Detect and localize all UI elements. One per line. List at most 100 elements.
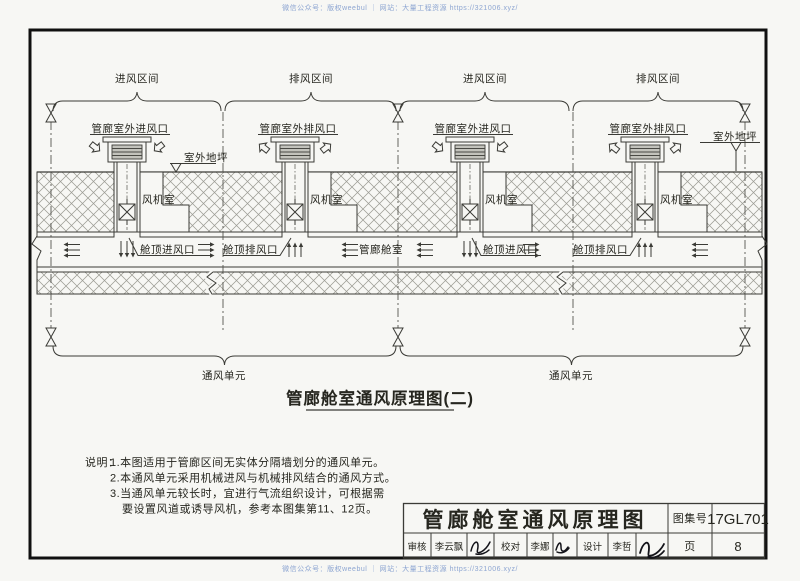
cowl-cap: [270, 136, 320, 143]
vent-label: 舱顶进风口: [483, 243, 538, 256]
role-label-reviewer: 审核: [407, 541, 427, 553]
brace: [224, 91, 397, 112]
flow-arrows-right: [523, 242, 540, 258]
unit-braces-bottom: 通风单元 通风单元: [52, 345, 744, 382]
airflow-in-icon: [150, 139, 167, 156]
cowl-cap: [445, 136, 495, 143]
flow-arrows-left: [691, 242, 708, 258]
shaft-group-exhaust-1: 管廊室外排风口 风机室 舱顶排风口: [223, 122, 358, 257]
figure-caption: 管廊舱室通风原理图(二): [286, 388, 474, 411]
ground-level-label: 室外地坪: [184, 151, 228, 164]
role-name-designer: 李哲: [612, 541, 631, 553]
airflow-in-icon: [430, 139, 447, 156]
signature-designer: [639, 541, 665, 559]
section-label-exhaust: 排风区间: [636, 72, 680, 85]
unit-label: 通风单元: [549, 370, 593, 382]
title-block-frame: [402, 502, 766, 559]
section-label-intake: 进风区间: [115, 72, 159, 85]
vent-down-arrows: [118, 241, 136, 258]
gallery-floor-slab: [36, 266, 763, 273]
leader-line: [573, 237, 642, 256]
flow-arrows-left: [63, 242, 80, 258]
flow-arrows-left: [416, 242, 433, 258]
section-braces-top: 进风区间 排风区间 进风区间 排风区间: [52, 72, 744, 112]
unit-boundary-icon: [45, 103, 57, 123]
vent-up-arrows: [286, 242, 304, 257]
unit-boundary-icon: [739, 103, 751, 123]
notes-line: 3.当通风单元较长时，宜进行气流组织设计，可根据需: [110, 486, 385, 500]
signature-reviewer: [470, 541, 491, 555]
notes-label: 说明：: [85, 455, 120, 469]
role-name-reviewer: 李云飘: [435, 541, 464, 553]
brace: [399, 345, 744, 366]
unit-boundary-icon: [45, 327, 57, 347]
svg-text:管廊舱室通风原理图(二): 管廊舱室通风原理图(二): [286, 388, 474, 408]
fan-room-label: 风机室: [485, 193, 518, 206]
brace: [52, 345, 397, 366]
section-label-exhaust: 排风区间: [289, 72, 333, 85]
watermark-top: 微信公众号：版权weebul ｜ 网站：大量工程资源 https://32100…: [282, 5, 518, 12]
cowl-cap: [620, 136, 670, 143]
notes-line: 要设置风道或诱导风机，参考本图集第11、12页。: [122, 502, 378, 516]
unit-boundary-icon: [392, 327, 404, 347]
break-line-right: [757, 172, 768, 294]
vent-up-arrows: [636, 242, 654, 257]
unit-boundary-icon: [739, 327, 751, 347]
unit-label: 通风单元: [202, 370, 246, 382]
brace: [399, 91, 570, 112]
cowl-cap: [102, 136, 152, 143]
gallery-ceiling-slab: [36, 231, 763, 238]
gallery-flow-arrows: [63, 242, 708, 258]
leader-line: [128, 237, 198, 256]
vent-down-arrows: [461, 241, 479, 258]
gallery-label: 管廊舱室: [359, 243, 403, 256]
flow-arrows-right: [198, 242, 215, 258]
notes-block: 说明： 1.本图适用于管廊区间无实体分隔墙划分的通风单元。 2.本通风单元采用机…: [85, 455, 396, 516]
fan-room-label: 风机室: [142, 193, 175, 206]
airflow-out-icon: [318, 139, 335, 156]
level-triangle-icon: [730, 142, 742, 152]
break-mark-bottom-slab: [202, 270, 571, 296]
brace: [572, 91, 744, 112]
vent-label: 舱顶进风口: [140, 243, 195, 256]
leader-line: [223, 237, 292, 256]
shaft-top-label: 管廊室外排风口: [260, 122, 337, 135]
leader-line: [471, 237, 541, 256]
atlas-no-label: 图集号: [673, 511, 708, 525]
atlas-no-value: 17GL701: [707, 511, 769, 528]
ground-level-marker: 室外地坪: [170, 151, 228, 173]
page-number: 8: [734, 539, 741, 554]
ground-level-label: 室外地坪: [713, 130, 757, 143]
sheet-border: [28, 28, 768, 560]
role-label-checker: 校对: [501, 541, 521, 553]
shaft-top-label: 管廊室外排风口: [610, 122, 687, 135]
ground-level-marker: 室外地坪: [700, 130, 760, 171]
airflow-out-icon: [605, 139, 622, 156]
shaft-top-label: 管廊室外进风口: [92, 122, 169, 135]
lower-soil-hatch: [36, 271, 763, 295]
title-block: 管廊舱室通风原理图 图集号 17GL701 页 8 审核 李云飘 校对 李娜 设…: [402, 502, 769, 559]
titleblock-title: 管廊舱室通风原理图: [423, 508, 648, 532]
signature-checker: [555, 542, 570, 554]
reference-centerlines: [45, 103, 751, 347]
shaft-top-label: 管廊室外进风口: [435, 122, 512, 135]
watermark-bottom: 微信公众号：版权weebul ｜ 网站：大量工程资源 https://32100…: [282, 566, 518, 573]
section-label-intake: 进风区间: [463, 72, 507, 85]
notes-line: 2.本通风单元采用机械进风与机械排风结合的通风方式。: [110, 471, 396, 485]
notes-line: 1.本图适用于管廊区间无实体分隔墙划分的通风单元。: [110, 455, 385, 469]
airflow-in-icon: [493, 139, 510, 156]
airflow-out-icon: [668, 139, 685, 156]
flow-arrows-left: [341, 242, 358, 258]
vent-label: 舱顶排风口: [573, 243, 628, 256]
fan-room-label: 风机室: [660, 193, 693, 206]
airflow-in-icon: [87, 139, 104, 156]
fan-room-label: 风机室: [310, 193, 343, 206]
airflow-out-icon: [255, 139, 272, 156]
unit-boundary-icon: [392, 103, 404, 123]
brace: [52, 91, 222, 112]
shaft-group-exhaust-2: 管廊室外排风口 风机室 舱顶排风口: [573, 122, 708, 257]
role-label-designer: 设计: [583, 541, 603, 553]
role-name-checker: 李娜: [530, 541, 550, 553]
